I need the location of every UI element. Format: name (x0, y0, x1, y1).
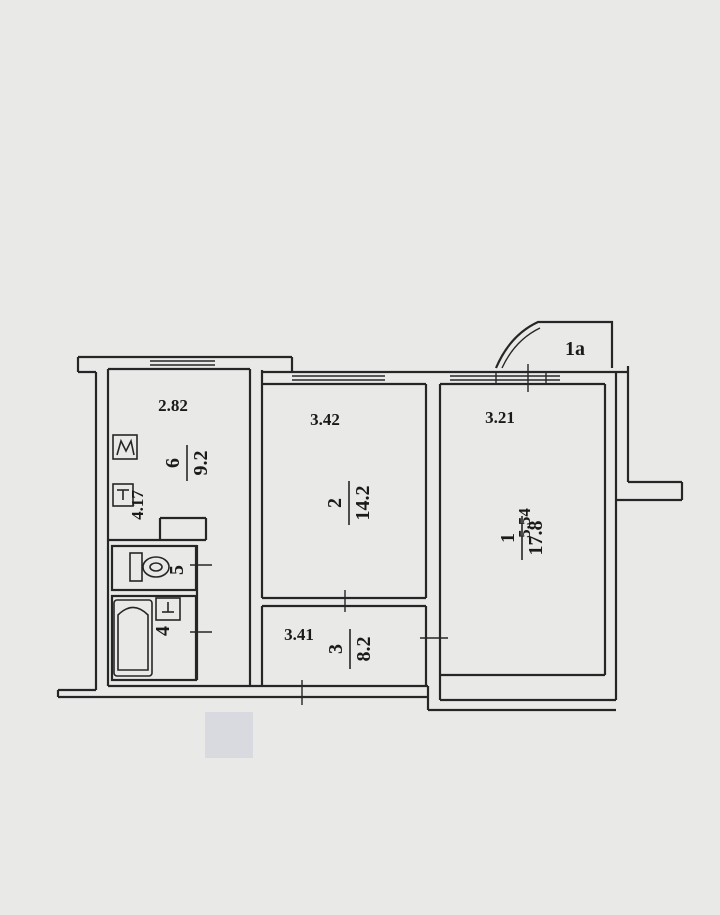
room-number: 6 (162, 458, 184, 468)
room2-width-label: 3.42 (310, 410, 340, 429)
fixtures (112, 434, 181, 677)
room-area: 14.2 (352, 486, 374, 521)
room-number: 1 (497, 533, 519, 543)
toilet-icon (129, 552, 170, 582)
redacted-patch (205, 712, 253, 758)
interior-walls (106, 382, 442, 686)
room-area: 9.2 (190, 451, 212, 476)
windows (150, 360, 560, 392)
room2-depth-label: 4.17 (128, 490, 147, 520)
stove-icon (112, 434, 138, 460)
room-area: 8.2 (353, 637, 375, 662)
washbasin-icon (155, 597, 181, 621)
bathtub-icon (113, 599, 153, 677)
sink-icon (112, 483, 134, 507)
room1-depth-label: 5.54 (515, 508, 534, 538)
balcony (494, 320, 614, 369)
room-1-label: 1 17.8 (497, 516, 547, 560)
room-6-label: 6 9.2 (162, 445, 212, 481)
room3-width-label: 3.41 (284, 625, 314, 644)
room-4-label: 4 (152, 626, 174, 636)
room1-width-label: 3.21 (485, 408, 515, 427)
door-marks (190, 564, 448, 705)
room-number: 2 (324, 498, 346, 508)
balcony-label: 1a (565, 338, 585, 360)
room-number: 4 (152, 626, 174, 636)
room-area: 17.8 (525, 521, 547, 556)
room-5-label: 5 (166, 565, 188, 575)
room-2-label: 2 14.2 (324, 481, 374, 525)
outer-walls (56, 355, 684, 712)
room-number: 3 (325, 644, 347, 654)
room-number: 5 (166, 565, 188, 575)
room-3-label: 3 8.2 (325, 629, 375, 669)
kitchen-width-label: 2.82 (158, 396, 188, 415)
